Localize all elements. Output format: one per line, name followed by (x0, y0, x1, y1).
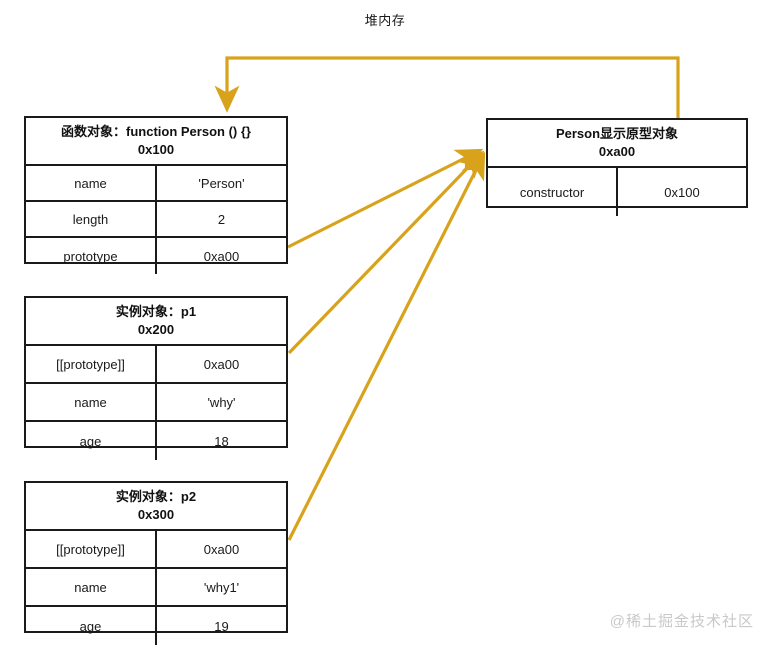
cell-value: 'Person' (198, 175, 245, 191)
cell-key: name (26, 569, 157, 606)
cell-key: prototype (26, 238, 157, 275)
function-object-header: 函数对象：function Person () {} 0x100 (26, 118, 286, 167)
table-row: constructor 0x100 (488, 168, 746, 217)
arrow-p2-prototype-to-prototype-object (287, 151, 486, 541)
cell-value: 0xa00 (203, 248, 240, 264)
cell-key: length (26, 202, 157, 237)
cell-value: 0xa00 (203, 356, 240, 372)
cell-key: [[prototype]] (26, 531, 157, 568)
cell-value: 19 (214, 618, 229, 634)
cell-key: age (26, 422, 157, 461)
cell-key: constructor (488, 168, 618, 217)
p2-object-header: 实例对象：p2 0x300 (26, 483, 286, 532)
watermark: @稀土掘金技术社区 (609, 613, 754, 630)
cell-value: 0xa00 (203, 541, 240, 557)
cell-value: 18 (214, 433, 229, 449)
cell-key: [[prototype]] (26, 346, 157, 383)
cell-key: age (26, 607, 157, 645)
arrow-p1-prototype-to-prototype-object (287, 150, 485, 355)
cell-key: name (26, 384, 157, 421)
p2-object-box: 实例对象：p2 0x300 [[prototype]] 0xa00 name '… (24, 481, 288, 645)
table-row: length 2 (26, 202, 286, 239)
table-row: prototype 0xa00 (26, 238, 286, 275)
p1-object-box: 实例对象：p1 0x200 [[prototype]] 0xa00 name '… (24, 296, 288, 461)
arrow-fn-prototype-to-prototype-object (287, 148, 484, 249)
cell-value: 0x100 (664, 184, 700, 200)
table-row: name 'Person' (26, 166, 286, 203)
page-title: 堆内存 (364, 13, 406, 28)
function-object-box: 函数对象：function Person () {} 0x100 name 'P… (24, 116, 288, 275)
cell-key: name (26, 166, 157, 201)
p1-object-header: 实例对象：p1 0x200 (26, 298, 286, 347)
table-row: age 19 (26, 607, 286, 645)
table-row: name 'why' (26, 384, 286, 423)
table-row: age 18 (26, 422, 286, 461)
cell-value: 'why' (207, 394, 236, 410)
prototype-object-header: Person显示原型对象 0xa00 (488, 120, 746, 169)
cell-value: 'why1' (203, 579, 240, 595)
table-row: [[prototype]] 0xa00 (26, 531, 286, 570)
prototype-object-box: Person显示原型对象 0xa00 constructor 0x100 (486, 118, 748, 217)
cell-value: 2 (217, 211, 226, 227)
table-row: [[prototype]] 0xa00 (26, 346, 286, 385)
table-row: name 'why1' (26, 569, 286, 608)
